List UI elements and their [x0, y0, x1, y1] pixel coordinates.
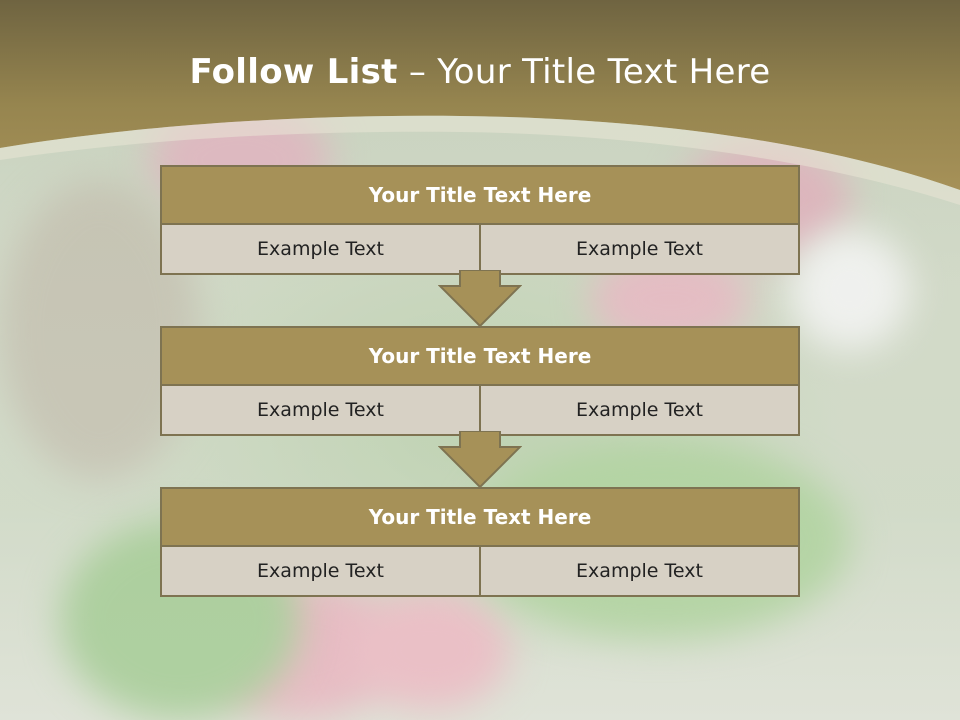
title-strong: Follow List — [189, 52, 398, 92]
step-cell-right: Example Text — [479, 225, 798, 273]
step-title: Your Title Text Here — [162, 489, 798, 547]
step-cell-left: Example Text — [162, 225, 479, 273]
down-arrow-icon — [438, 270, 522, 328]
step-title: Your Title Text Here — [162, 328, 798, 386]
down-arrow-icon — [438, 431, 522, 489]
step-cell-right: Example Text — [479, 547, 798, 595]
step-cell-left: Example Text — [162, 386, 479, 434]
step-block-3: Your Title Text Here Example Text Exampl… — [160, 487, 800, 597]
step-row: Example Text Example Text — [162, 547, 798, 595]
pink-flower-blur — [350, 590, 510, 710]
step-cell-right: Example Text — [479, 386, 798, 434]
step-title: Your Title Text Here — [162, 167, 798, 225]
header-band: Follow List – Your Title Text Here — [0, 0, 960, 210]
step-block-1: Your Title Text Here Example Text Exampl… — [160, 165, 800, 275]
title-rest: – Your Title Text Here — [397, 52, 771, 92]
step-cell-left: Example Text — [162, 547, 479, 595]
white-flower-blur — [790, 230, 910, 350]
step-row: Example Text Example Text — [162, 225, 798, 273]
step-block-2: Your Title Text Here Example Text Exampl… — [160, 326, 800, 436]
step-row: Example Text Example Text — [162, 386, 798, 434]
slide-title: Follow List – Your Title Text Here — [0, 52, 960, 92]
header-wave — [0, 0, 960, 205]
